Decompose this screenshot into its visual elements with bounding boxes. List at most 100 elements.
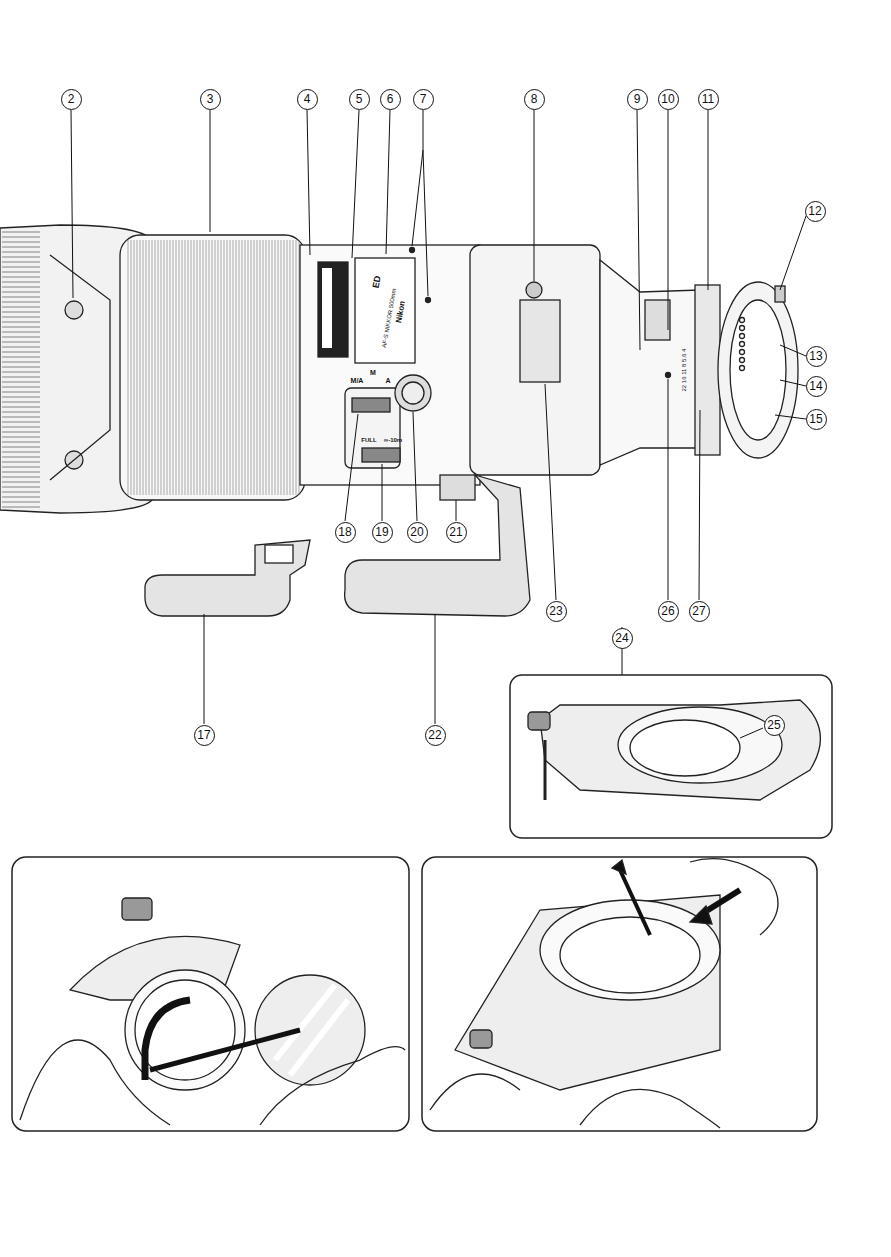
hatch-line xyxy=(227,240,228,495)
hatch-line xyxy=(257,240,258,495)
hatch-line xyxy=(179,240,180,495)
hatch-line xyxy=(263,240,264,495)
hatch-line xyxy=(287,240,288,495)
hatch-line xyxy=(128,240,129,495)
contact-pin xyxy=(740,358,745,363)
callout-number: 22 xyxy=(425,725,446,746)
lens-marking: 22 16 11 8 5.6 4 xyxy=(681,349,687,392)
hatch-line xyxy=(2,297,40,298)
hatch-line xyxy=(2,507,40,508)
hatch-line xyxy=(152,240,153,495)
hatch-line xyxy=(161,240,162,495)
hatch-line xyxy=(2,247,40,248)
lens-marking: FULL xyxy=(361,437,376,443)
callout-number: 27 xyxy=(689,601,710,622)
hatch-line xyxy=(200,240,201,495)
contact-pin xyxy=(740,350,745,355)
hatch-line xyxy=(191,240,192,495)
contact-pin xyxy=(740,326,745,331)
hatch-line xyxy=(2,427,40,428)
hatch-line xyxy=(158,240,159,495)
callout-text: 7 xyxy=(420,93,427,105)
hatch-line xyxy=(2,232,40,233)
callout-text: 24 xyxy=(615,632,628,644)
callout-text: 15 xyxy=(809,413,822,425)
hatch-line xyxy=(2,407,40,408)
callout-number: 5 xyxy=(349,89,370,110)
callout-number: 15 xyxy=(806,409,827,430)
hatch-line xyxy=(224,240,225,495)
hatch-line xyxy=(2,347,40,348)
hatch-line xyxy=(251,240,252,495)
hatch-line xyxy=(2,472,40,473)
callout-text: 25 xyxy=(767,719,780,731)
hatch-line xyxy=(272,240,273,495)
callout-text: 20 xyxy=(410,526,423,538)
callout-text: 27 xyxy=(692,605,705,617)
callout-number: 21 xyxy=(446,522,467,543)
hatch-line xyxy=(203,240,204,495)
callout-text: 4 xyxy=(304,93,311,105)
hatch-line xyxy=(2,277,40,278)
hatch-line xyxy=(209,240,210,495)
hatch-line xyxy=(2,382,40,383)
hatch-line xyxy=(284,240,285,495)
hatch-line xyxy=(2,467,40,468)
callout-text: 11 xyxy=(702,93,714,105)
callout-number: 19 xyxy=(372,522,393,543)
callout-text: 26 xyxy=(661,605,674,617)
hatch-line xyxy=(2,302,40,303)
hatch-line xyxy=(2,272,40,273)
callout-text: 2 xyxy=(68,93,75,105)
hatch-line xyxy=(170,240,171,495)
callout-text: 10 xyxy=(661,93,674,105)
callout-text: 13 xyxy=(809,350,822,362)
hatch-line xyxy=(2,312,40,313)
hatch-line xyxy=(2,392,40,393)
hatch-line xyxy=(155,240,156,495)
hatch-line xyxy=(245,240,246,495)
callout-text: 3 xyxy=(207,93,214,105)
hatch-line xyxy=(269,240,270,495)
hatch-line xyxy=(2,402,40,403)
callout-text: 22 xyxy=(428,729,441,741)
hatch-line xyxy=(143,240,144,495)
callout-text: 18 xyxy=(338,526,351,538)
contact-pin xyxy=(740,334,745,339)
hatch-line xyxy=(2,242,40,243)
callout-text: 23 xyxy=(549,605,562,617)
hatch-line xyxy=(230,240,231,495)
contact-pin xyxy=(740,366,745,371)
callout-number: 13 xyxy=(806,346,827,367)
hatch-line xyxy=(2,342,40,343)
hatch-line xyxy=(2,282,40,283)
lens-marking: ∞-10m xyxy=(384,437,402,443)
hatch-line xyxy=(2,412,40,413)
hatch-line xyxy=(2,327,40,328)
hatch-line xyxy=(212,240,213,495)
hatch-line xyxy=(146,240,147,495)
callout-number: 17 xyxy=(194,725,215,746)
hatch-line xyxy=(278,240,279,495)
hatch-line xyxy=(296,240,297,495)
lens-marking: M/A xyxy=(351,377,364,384)
callout-text: 12 xyxy=(808,205,821,217)
hatch-line xyxy=(2,372,40,373)
hatch-line xyxy=(2,362,40,363)
callout-text: 14 xyxy=(809,380,822,392)
hatch-line xyxy=(176,240,177,495)
hatch-line xyxy=(2,447,40,448)
callout-number: 10 xyxy=(658,89,679,110)
hatch-line xyxy=(2,332,40,333)
callout-text: 21 xyxy=(449,526,462,538)
hatch-line xyxy=(2,487,40,488)
hatch-line xyxy=(2,442,40,443)
callout-text: 19 xyxy=(375,526,388,538)
callout-number: 7 xyxy=(413,89,434,110)
hatch-line xyxy=(233,240,234,495)
callout-text: 17 xyxy=(197,729,210,741)
hatch-line xyxy=(149,240,150,495)
hatch-line xyxy=(2,422,40,423)
hatch-line xyxy=(134,240,135,495)
